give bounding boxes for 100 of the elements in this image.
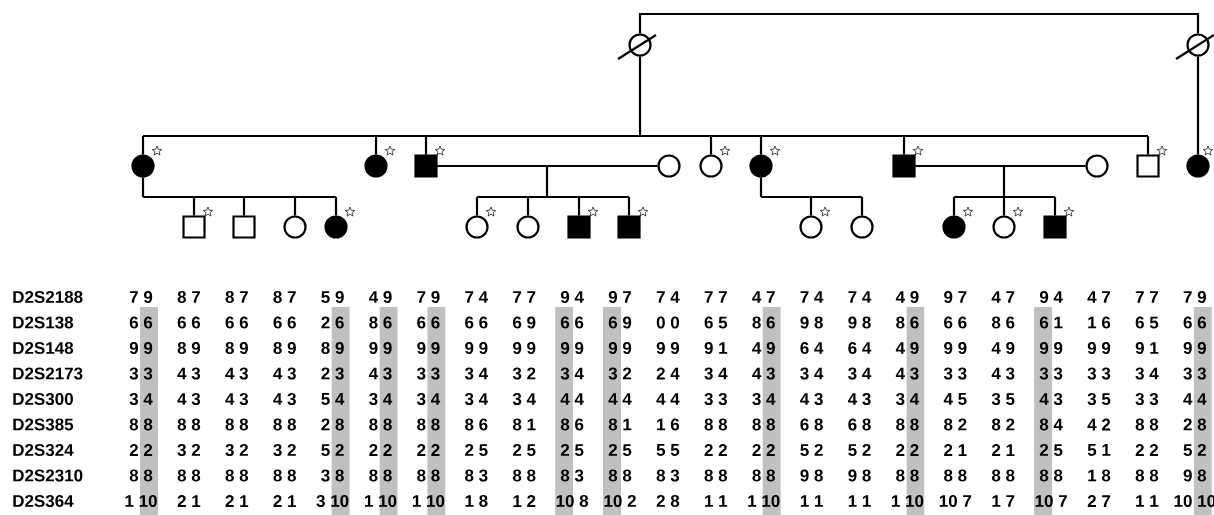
pedigree-line [437,164,658,168]
allele-pair: 7 4 [848,291,872,303]
allele-pair: 4 4 [656,393,680,405]
allele-pair: 4 7 [991,291,1015,303]
allele-pair: 7 7 [513,291,536,303]
marker-label: D2S148 [13,342,74,355]
allele-pair: 8 8 [704,469,728,482]
allele-pair: 7 4 [656,291,680,303]
pedigree-square [617,215,641,239]
allele-pair: 4 3 [991,367,1015,380]
allele-pair: 8 8 [896,418,919,431]
allele-pair: 1 8 [465,495,488,508]
allele-pair: 3 2 [512,367,536,380]
allele-pair: 9 9 [1087,342,1111,355]
allele-pair: 8 9 [273,342,296,355]
allele-pair: 10 7 [1035,495,1067,508]
pedigree-circle [1186,154,1210,178]
allele-pair: 1 10 [891,495,924,508]
allele-pair: 6 6 [129,316,153,329]
allele-pair: 3 4 [464,367,488,380]
allele-pair: 7 9 [129,291,153,304]
pedigree-square [232,215,256,239]
allele-pair: 7 9 [417,291,440,304]
allele-pair: 8 1 [512,418,536,431]
allele-pair: 9 8 [1183,469,1207,482]
allele-pair: 1 1 [800,495,823,507]
allele-pair: 4 3 [225,392,248,406]
allele-pair: 4 3 [1039,392,1063,406]
allele-pair: 8 8 [129,418,153,431]
allele-pair: 2 5 [608,444,632,457]
allele-pair: 4 9 [368,291,392,304]
allele-pair: 3 8 [321,469,344,482]
allele-pair: 3 4 [704,367,728,380]
allele-pair: 1 6 [1088,316,1111,329]
allele-pair: 1 7 [992,495,1015,507]
marker-label: D2S364 [13,494,74,508]
allele-pair: 10 7 [939,495,972,508]
marker-label: D2S385 [13,418,74,431]
allele-pair: 8 8 [225,469,249,482]
allele-pair: 2 2 [896,444,919,456]
allele-pair: 7 9 [1183,291,1206,304]
allele-pair: 9 9 [465,342,488,355]
allele-pair: 6 1 [1039,316,1063,329]
allele-pair: 2 2 [752,444,775,456]
allele-pair: 3 2 [177,443,200,457]
allele-pair: 6 8 [848,418,871,431]
allele-pair: 8 1 [608,418,632,431]
pedigree-circle [516,215,540,239]
allele-pair: 6 5 [704,316,728,329]
marker-label: D2S2188 [13,291,83,304]
allele-pair: 8 4 [1039,418,1063,431]
allele-pair: 9 9 [513,342,536,355]
allele-pair: 3 4 [800,367,824,380]
pedigree-line [915,164,1086,168]
pedigree-circle [465,215,489,239]
allele-pair: 3 4 [896,392,920,406]
allele-pair: 6 6 [465,316,488,329]
allele-pair: 4 3 [273,367,296,380]
pedigree-square [1043,215,1067,239]
allele-pair: 3 3 [1135,392,1159,406]
allele-pair: 3 4 [417,392,441,406]
allele-pair: 2 2 [417,444,440,456]
allele-pair: 8 8 [369,469,392,482]
allele-pair: 8 8 [944,469,967,482]
allele-pair: 4 5 [943,393,967,405]
pedigree-circle [942,215,966,239]
allele-pair: 8 8 [704,418,728,431]
allele-pair: 3 4 [848,367,872,380]
allele-pair: 8 2 [991,418,1015,431]
allele-pair: 2 3 [321,367,344,380]
marker-label: D2S138 [13,316,74,329]
allele-pair: 8 8 [225,418,249,431]
allele-pair: 8 6 [465,418,488,431]
allele-pair: 2 1 [177,495,201,507]
allele-pair: 8 2 [944,418,967,431]
allele-pair: 1 2 [513,495,536,507]
allele-pair: 1 10 [365,495,397,508]
allele-pair: 6 6 [1183,316,1206,329]
allele-pair: 3 3 [1039,367,1063,380]
allele-pair: 6 4 [848,342,872,355]
allele-pair: 2 1 [992,444,1015,456]
allele-pair: 2 2 [129,444,153,456]
allele-pair: 8 8 [752,418,775,431]
pedigree-circle [992,215,1016,239]
allele-pair: 9 8 [848,316,871,329]
allele-pair: 6 6 [417,316,440,329]
pedigree-line [759,176,864,217]
allele-pair: 3 3 [704,392,727,406]
allele-pair: 6 6 [560,316,584,329]
allele-pair: 4 3 [225,367,248,380]
allele-pair: 4 3 [752,367,775,380]
allele-pair: 3 10 [316,494,349,508]
allele-pair: 8 8 [129,469,153,482]
allele-pair: 6 6 [225,316,248,329]
pedigree-circle [617,33,657,60]
pedigree-circle [799,215,823,239]
allele-pair: 7 4 [465,291,488,303]
allele-pair: 8 8 [417,418,440,431]
allele-pair: 6 8 [800,418,823,431]
allele-pair: 2 8 [1183,418,1207,431]
